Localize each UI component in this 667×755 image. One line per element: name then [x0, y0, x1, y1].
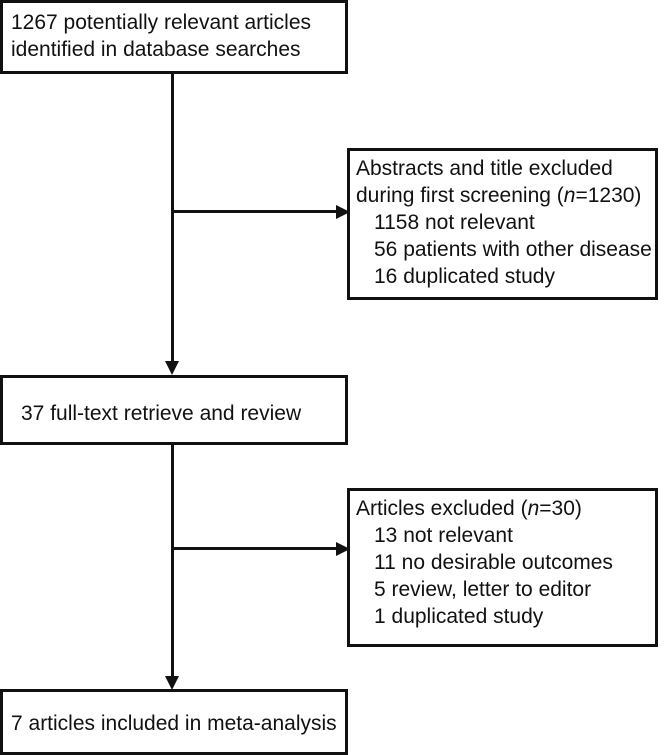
arrow-to-first-screening — [336, 205, 350, 219]
first-screening-item-3: 16 duplicated study — [374, 265, 555, 288]
arrow-to-articles-excluded — [336, 542, 350, 556]
included-box: 7 articles included in meta-analysis — [0, 689, 348, 755]
first-screening-head2: during first screening (n=1230) — [356, 184, 642, 207]
articles-excluded-item-2: 11 no desirable outcomes — [374, 551, 613, 574]
arrow-to-included — [165, 676, 179, 690]
articles-excluded-item-1: 13 not relevant — [374, 524, 513, 547]
identified-line1: 1267 potentially relevant articles — [11, 11, 312, 34]
articles-excluded-item-3: 5 review, letter to editor — [374, 578, 592, 601]
articles-excluded-box: Articles excluded (n=30) 13 not relevant… — [347, 488, 658, 647]
included-label: 7 articles included in meta-analysis — [11, 712, 337, 735]
first-screening-head1: Abstracts and title excluded — [356, 157, 613, 180]
branch-connector-2 — [172, 547, 342, 550]
main-vertical-connector — [171, 74, 174, 363]
second-vertical-connector — [171, 445, 174, 678]
fulltext-label: 37 full-text retrieve and review — [21, 402, 302, 425]
identified-box: 1267 potentially relevant articles ident… — [0, 0, 348, 74]
arrow-to-fulltext — [165, 361, 179, 375]
branch-connector-1 — [172, 210, 342, 213]
articles-excluded-item-4: 1 duplicated study — [374, 605, 544, 628]
first-screening-item-1: 1158 not relevant — [374, 211, 535, 234]
first-screening-box: Abstracts and title excluded during firs… — [347, 148, 658, 300]
identified-line2: identified in database searches — [11, 38, 301, 61]
fulltext-box: 37 full-text retrieve and review — [0, 375, 348, 445]
articles-excluded-head: Articles excluded (n=30) — [356, 497, 582, 520]
first-screening-item-2: 56 patients with other disease — [374, 238, 652, 261]
